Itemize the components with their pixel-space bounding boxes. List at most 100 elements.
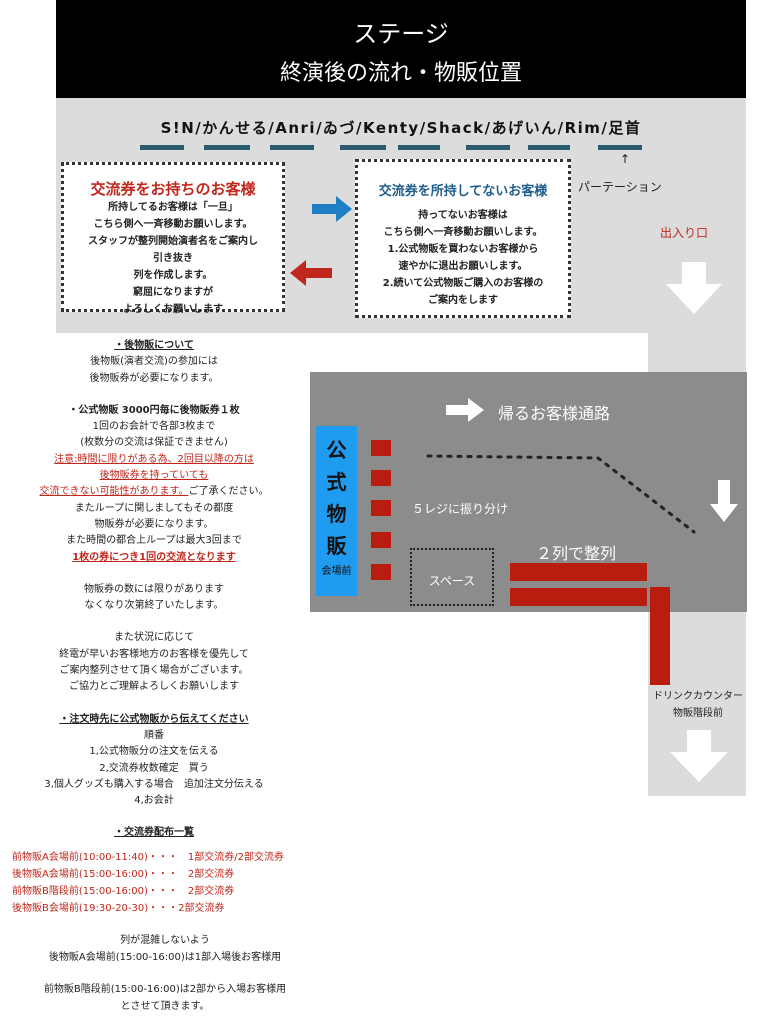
notes-line: 終電が早いお客様地方のお客様を優先して — [59, 648, 249, 660]
notes-heading: ・交流券配布一覧 — [114, 827, 194, 839]
ticket-holders-box: 交流券をお持ちのお客様 所持してるお客様は「一旦」 こちら側へ一斉移動お願いしま… — [61, 162, 285, 315]
text-line: スタッフが整列開始演者名をご案内し — [88, 236, 258, 247]
partition-segment — [528, 145, 570, 150]
text-line: 引き抜き — [153, 253, 193, 264]
spacer — [0, 566, 308, 582]
drink-counter-sub: 物販階段前 — [673, 708, 723, 719]
text-line: ご案内をします — [428, 295, 498, 306]
text-line: 1.公式物販を買わないお客様から — [387, 244, 539, 255]
performer-names: S!N/かんせる/Anri/ゐづ/Kenty/Shack/あげいん/Rim/足首 — [160, 119, 642, 137]
return-path-label: 帰るお客様通路 — [498, 404, 611, 423]
notes-line: また状況に応じて — [114, 632, 194, 644]
official-merch-booth: 公 式 物 販 会場前 — [316, 426, 357, 596]
booth-char: 物 — [326, 502, 347, 526]
space-label: スペース — [428, 574, 476, 588]
booth-char: 販 — [326, 534, 347, 558]
warning-text: 交流できない可能性があります。 — [39, 486, 189, 498]
register-block — [371, 532, 391, 548]
list-item: 後物販B会場前(19:30-20-30)・・・2部交流券 — [12, 903, 225, 914]
partition-label: パーテーション — [578, 180, 662, 194]
notes-heading: ・注文時先に公式物販から伝えてください — [59, 713, 249, 725]
notes-line: とさせて頂きます。 — [120, 1000, 210, 1012]
partition-segment — [270, 145, 314, 150]
notes-line: 後物販(演者交流)の参加には — [90, 356, 218, 368]
list-item: 前物販A会場前(10:00-11:40)・・・ 1部交流券/2部交流券 — [12, 852, 284, 863]
spacer — [0, 966, 330, 982]
notes-panel: ・後物販について 後物販(演者交流)の参加には 後物販券が必要になります。 ・公… — [0, 338, 308, 842]
notes-heading: ・後物販について — [114, 340, 194, 351]
text-line: 持ってないお客様は — [418, 210, 508, 221]
notes-line: 2,交流券枚数確定 買う — [99, 762, 209, 774]
distribution-list: 前物販A会場前(10:00-11:40)・・・ 1部交流券/2部交流券 後物販A… — [12, 849, 312, 917]
notes-line: 順番 — [144, 729, 164, 741]
header-title: ステージ — [353, 20, 449, 48]
warning-line: 後物販券を持っていても — [99, 470, 209, 482]
notes-line: ご協力とご理解よろしくお願いします — [69, 681, 239, 693]
register-block — [371, 440, 391, 456]
right-arrow-icon — [446, 398, 484, 422]
booth-char: 公 — [326, 438, 347, 462]
left-arrow-icon — [290, 260, 332, 286]
list-item: 前物販B階段前(15:00-16:00)・・・ 2部交流券 — [12, 886, 235, 897]
header-subtitle: 終演後の流れ・物販位置 — [279, 61, 522, 86]
two-rows-label: ２列で整列 — [536, 544, 617, 563]
queue-column — [650, 587, 670, 685]
notes-line: 後物販A会場前(15:00-16:00)は1部入場後お客様用 — [48, 951, 282, 963]
spacer — [0, 614, 308, 630]
notes-heading: ・公式物販 3000円毎に後物販券１枚 — [68, 404, 240, 416]
space-box: スペース — [410, 548, 494, 606]
exit-corridor — [648, 333, 746, 373]
partition-segment — [204, 145, 250, 150]
text-line: 列を作成します。 — [133, 270, 213, 281]
notes-line: 1,公式物販分の注文を伝える — [89, 746, 219, 758]
spacer — [0, 387, 308, 403]
text-line: 2.続いて公式物販ご購入のお客様の — [382, 278, 544, 289]
up-arrow-icon: ↑ — [620, 152, 631, 166]
queue-row — [510, 563, 647, 581]
partition-segment — [466, 145, 510, 150]
notes-line: なくなり次第終了いたします。 — [84, 600, 224, 612]
notes-line: 1回のお会計で各部3枚まで — [92, 421, 216, 433]
drink-counter-label: ドリンクカウンター 物販階段前 — [642, 688, 754, 722]
warning-line: 注意:時間に限りがある為、2回目以降の方は — [54, 453, 254, 465]
ticket-holders-text: 所持してるお客様は「一旦」 こちら側へ一斉移動お願いします。 スタッフが整列開始… — [66, 199, 280, 318]
notes-text: ご了承ください。 — [188, 486, 269, 498]
emphasis-line: 1枚の券につき1回の交流となります — [72, 551, 236, 563]
warning-line: 交流できない可能性があります。ご了承ください。 — [0, 484, 308, 500]
text-line: よろしくお願いします — [123, 304, 223, 315]
stage-header: ステージ 終演後の流れ・物販位置 — [56, 0, 746, 98]
notes-line: (枚数分の交流は保証できません) — [80, 437, 228, 449]
text-line: 窮屈になりますが — [133, 287, 213, 298]
text-line: 速やかに退出お願いします。 — [398, 261, 528, 272]
text-line: 所持してるお客様は「一旦」 — [108, 202, 238, 213]
text-line: こちら側へ一斉移動お願いします。 — [383, 227, 543, 238]
booth-char: 式 — [326, 470, 347, 494]
booth-location: 会場前 — [321, 566, 352, 577]
notes-line: 4,お会計 — [134, 795, 174, 807]
drink-counter-text: ドリンクカウンター — [653, 691, 743, 702]
non-holders-text: 持ってないお客様は こちら側へ一斉移動お願いします。 1.公式物販を買わないお客… — [360, 207, 566, 309]
spacer — [0, 696, 308, 712]
registers-label: ５レジに振り分け — [412, 502, 509, 516]
notes-line: 物販券の数には限りがあります — [84, 583, 224, 595]
non-holders-box: 交流券を所持してないお客様 持ってないお客様は こちら側へ一斉移動お願いします。… — [355, 159, 571, 318]
notes-line: またループに関しましてもその都度 — [74, 502, 234, 514]
down-arrow-icon — [670, 730, 728, 782]
spacer — [0, 809, 308, 825]
bottom-notes: 列が混雑しないよう 後物販A会場前(15:00-16:00)は1部入場後お客様用… — [0, 933, 330, 1015]
non-holders-title: 交流券を所持してないお客様 — [378, 184, 548, 199]
register-block — [371, 470, 391, 486]
down-arrow-icon — [710, 480, 738, 522]
notes-line: 前物販B階段前(15:00-16:00)は2部から入場お客様用 — [43, 984, 287, 995]
queue-row — [510, 588, 647, 606]
notes-line: 後物販券が必要になります。 — [89, 372, 219, 384]
route-dotted-line — [426, 454, 696, 534]
register-block — [371, 564, 391, 580]
notes-line: ご案内整列させて頂く場合がございます。 — [59, 665, 249, 677]
right-arrow-icon — [312, 196, 352, 222]
notes-line: 物販券が必要になります。 — [94, 518, 214, 530]
text-line: こちら側へ一斉移動お願いします。 — [93, 219, 253, 230]
notes-line: 列が混雑しないよう — [120, 935, 210, 946]
down-arrow-icon — [666, 262, 722, 314]
partition-segment — [140, 145, 184, 150]
